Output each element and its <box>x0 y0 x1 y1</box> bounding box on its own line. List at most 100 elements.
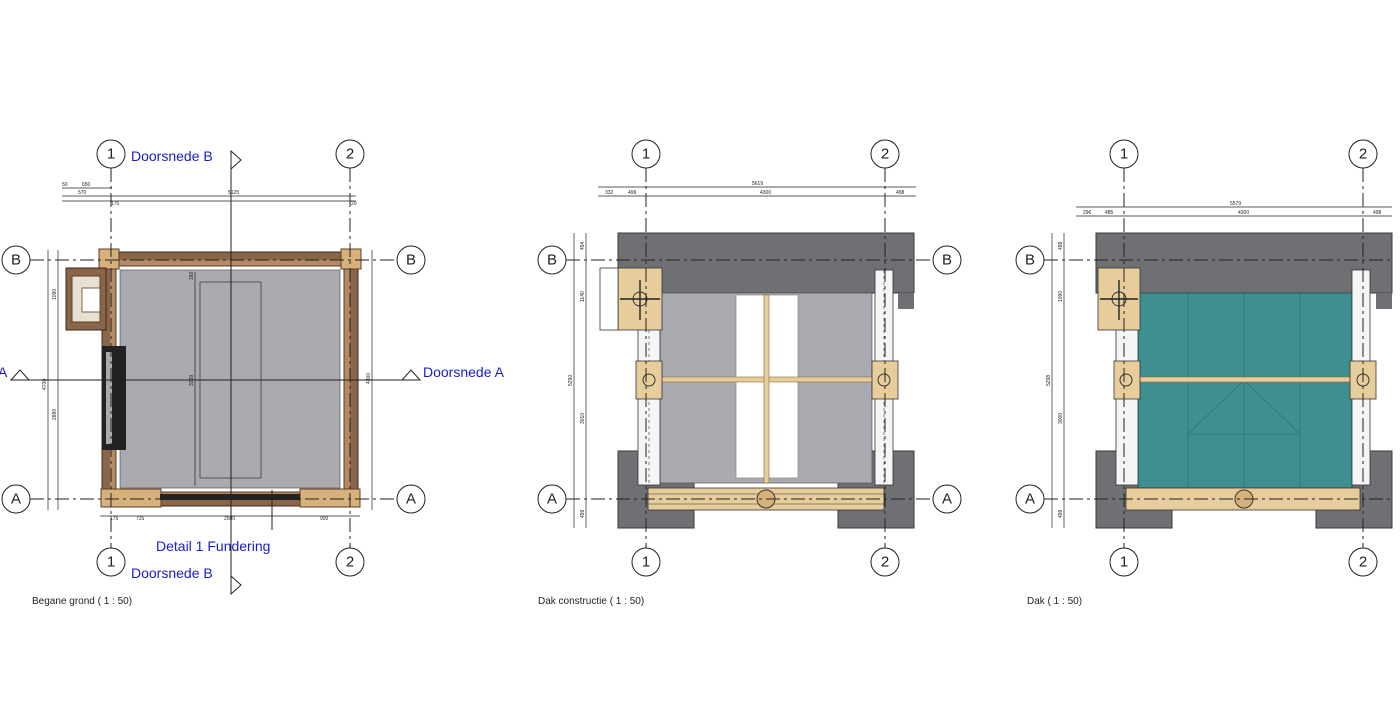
dim-text: 570 <box>78 190 87 196</box>
roof-hip <box>1187 379 1245 435</box>
dim-text: 3010 <box>580 413 586 424</box>
floor-plan-dak-constructie: 5619 332 499 4300 498 454 1140 5290 3010… <box>537 139 962 607</box>
grid-bubble-b-right <box>932 245 962 275</box>
dim-text: 4300 <box>1238 210 1249 216</box>
grid-bubble-2-top <box>335 139 365 169</box>
grid-bubble-label: 1 <box>107 146 115 163</box>
dim-text: 485 <box>1105 210 1114 216</box>
floor-slab <box>119 269 341 489</box>
dim-text: 175 <box>111 201 120 207</box>
grid-bubble-label: B <box>406 252 416 269</box>
dim-text: 4300 <box>366 373 372 384</box>
grid-bubble-label: A <box>942 491 952 508</box>
dim-text: 332 <box>605 190 614 196</box>
dim-text: 5619 <box>752 181 763 187</box>
dim-text: 499 <box>580 509 586 518</box>
roof-edge-ne <box>1376 293 1392 309</box>
cross-beam-horizontal <box>1137 376 1353 383</box>
drawing-title-begane-grond: Begane grond ( 1 : 50) <box>32 596 132 607</box>
section-a-arrow-right <box>400 369 422 381</box>
roof-overhang-top <box>1095 232 1393 294</box>
dim-text: 498 <box>896 190 905 196</box>
section-label-a-right: Doorsnede A <box>423 364 505 380</box>
chimney-cap <box>599 267 619 331</box>
dim-text: 725 <box>136 516 145 522</box>
grid-bubble-a-right <box>932 484 962 514</box>
dim-text: 454 <box>580 241 586 250</box>
grid-bubble-label: A <box>11 491 21 508</box>
dim-text: 5298 <box>1046 375 1052 386</box>
grid-bubble-1-bottom <box>1109 547 1139 577</box>
grid-bubble-1-top <box>1109 139 1139 169</box>
grid-bubble-label: 1 <box>107 554 115 571</box>
grid-bubble-label: A <box>406 491 416 508</box>
dim-text: 2880 <box>52 409 58 420</box>
grid-bubble-label: B <box>547 252 557 269</box>
grid-bubble-label: A <box>1025 491 1035 508</box>
grid-bubble-label: 2 <box>1359 146 1367 163</box>
roof-overhang-top <box>617 232 915 294</box>
dim-text: 175 <box>110 516 119 522</box>
dim-text: 498 <box>1058 241 1064 250</box>
section-b-arrow-top <box>230 149 242 171</box>
dim-text: 5290 <box>568 375 574 386</box>
bolt-e <box>877 373 891 387</box>
corner-post-sw <box>100 488 162 508</box>
grid-bubble-label: 2 <box>346 554 354 571</box>
grid-bubble-a-left <box>1015 484 1045 514</box>
grid-bubble-label: 2 <box>881 554 889 571</box>
cross-beam-vertical <box>763 294 770 484</box>
dim-text: 499 <box>628 190 637 196</box>
corner-post-se <box>299 488 361 508</box>
dim-text: 1090 <box>52 289 58 300</box>
dim-text: 296 <box>1083 210 1092 216</box>
roof-hip <box>1243 379 1301 435</box>
grid-bubble-label: B <box>942 252 952 269</box>
grid-bubble-label: 1 <box>642 146 650 163</box>
grid-bubble-label: 1 <box>642 554 650 571</box>
door-threshold <box>160 494 300 500</box>
grid-bubble-label: 2 <box>881 146 889 163</box>
grid-bubble-label: B <box>11 252 21 269</box>
dim-text: 3239 <box>189 375 195 386</box>
dim-text: 1140 <box>580 291 586 302</box>
roof-surface <box>1137 292 1353 489</box>
dim-text: 498 <box>1373 210 1382 216</box>
dim-text: 160 <box>189 271 195 280</box>
grid-bubble-b-right <box>396 245 426 275</box>
dim-text: 900 <box>320 516 329 522</box>
grid-bubble-label: 2 <box>1359 554 1367 571</box>
grid-bubble-label: 1 <box>1120 554 1128 571</box>
side-window-glass <box>106 352 112 444</box>
dim-text: 3000 <box>1058 413 1064 424</box>
dim-text: 4700 <box>42 379 48 390</box>
grid-bubble-1-bottom <box>631 547 661 577</box>
joint-block-w <box>1113 360 1141 400</box>
dim-text: 650 <box>82 182 91 188</box>
bolt-w <box>642 373 656 387</box>
grid-bubble-b-left <box>1015 245 1045 275</box>
corner-post-nw <box>98 248 120 270</box>
grid-bubble-label: B <box>1025 252 1035 269</box>
grid-bubble-2-bottom <box>335 547 365 577</box>
grid-bubble-2-top <box>1348 139 1378 169</box>
section-label-a-left: A <box>0 364 8 380</box>
section-a-arrow-left <box>9 369 31 381</box>
dim-text: 4300 <box>760 190 771 196</box>
detail-label: Detail 1 Fundering <box>156 538 270 554</box>
grid-bubble-2-bottom <box>1348 547 1378 577</box>
chimney-flue <box>81 287 101 313</box>
drawing-title-dak: Dak ( 1 : 50) <box>1027 596 1082 607</box>
dim-text: 20 <box>351 201 357 207</box>
grid-bubble-a-left <box>537 484 567 514</box>
section-label-b-top: Doorsnede B <box>131 148 213 164</box>
joint-block-w <box>635 360 663 400</box>
grid-bubble-a-right <box>396 484 426 514</box>
dim-text: 5579 <box>1230 201 1241 207</box>
dim-text: 1090 <box>1058 291 1064 302</box>
grid-bubble-a-left <box>1 484 31 514</box>
section-label-b-bottom: Doorsnede B <box>131 565 213 581</box>
bolt-w <box>1119 373 1133 387</box>
corner-post-ne <box>340 248 362 270</box>
